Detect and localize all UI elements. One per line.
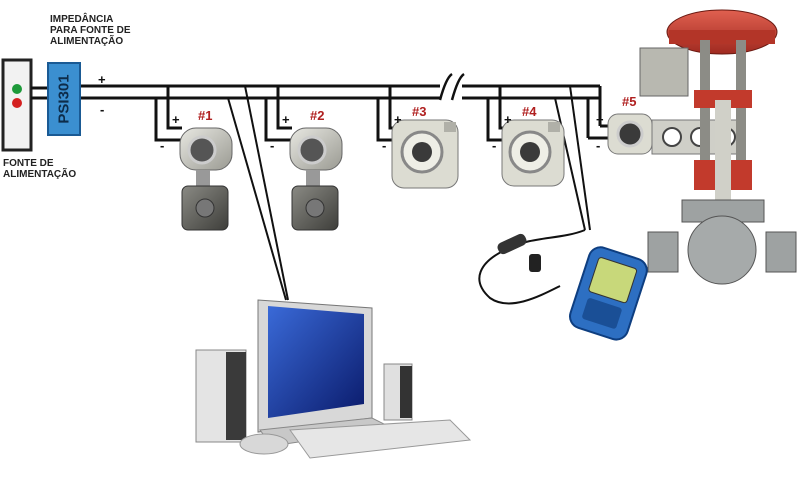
device-2-plus-sign: + xyxy=(282,112,290,127)
device-3-minus-sign: - xyxy=(382,138,387,153)
bus-minus-sign: - xyxy=(100,102,105,117)
psi301-impedance-module: PSI301 xyxy=(47,62,81,136)
power-supply-label: FONTE DE ALIMENTAÇÃO xyxy=(3,158,77,180)
psi301-label: PSI301 xyxy=(55,74,73,124)
device-3-plus-sign: + xyxy=(394,112,402,127)
power-supply-unit xyxy=(1,58,33,152)
transmitter-1 xyxy=(179,127,233,231)
impedance-label: IMPEDÂNCIA PARA FONTE DE ALIMENTAÇÃO xyxy=(50,14,131,47)
device-4-plus-sign: + xyxy=(504,112,512,127)
device-tag-2: #2 xyxy=(310,108,325,123)
device-tag-4: #4 xyxy=(522,104,537,119)
device-5-minus-sign: - xyxy=(596,138,601,153)
device-4-minus-sign: - xyxy=(492,138,497,153)
gauge-icon xyxy=(662,127,682,147)
computer xyxy=(195,299,472,459)
fieldbus-trunk xyxy=(31,84,612,140)
device-2-minus-sign: - xyxy=(270,138,275,153)
device-tag-3: #3 xyxy=(412,104,427,119)
device-1-plus-sign: + xyxy=(172,112,180,127)
device-tag-1: #1 xyxy=(198,108,213,123)
device-5-plus-sign: + xyxy=(596,112,604,127)
green-led-icon xyxy=(12,84,22,94)
red-led-icon xyxy=(12,98,22,108)
device-tag-5: #5 xyxy=(622,94,637,109)
control-valve xyxy=(639,9,797,285)
bus-plus-sign: + xyxy=(98,72,106,87)
transmitter-2 xyxy=(289,127,343,231)
wire-break-symbol xyxy=(438,72,465,101)
transmitter-3 xyxy=(391,119,459,189)
monitoring-wires xyxy=(227,85,591,301)
device-1-minus-sign: - xyxy=(160,138,165,153)
handheld-configurator xyxy=(478,229,648,341)
transmitter-4 xyxy=(501,119,565,187)
